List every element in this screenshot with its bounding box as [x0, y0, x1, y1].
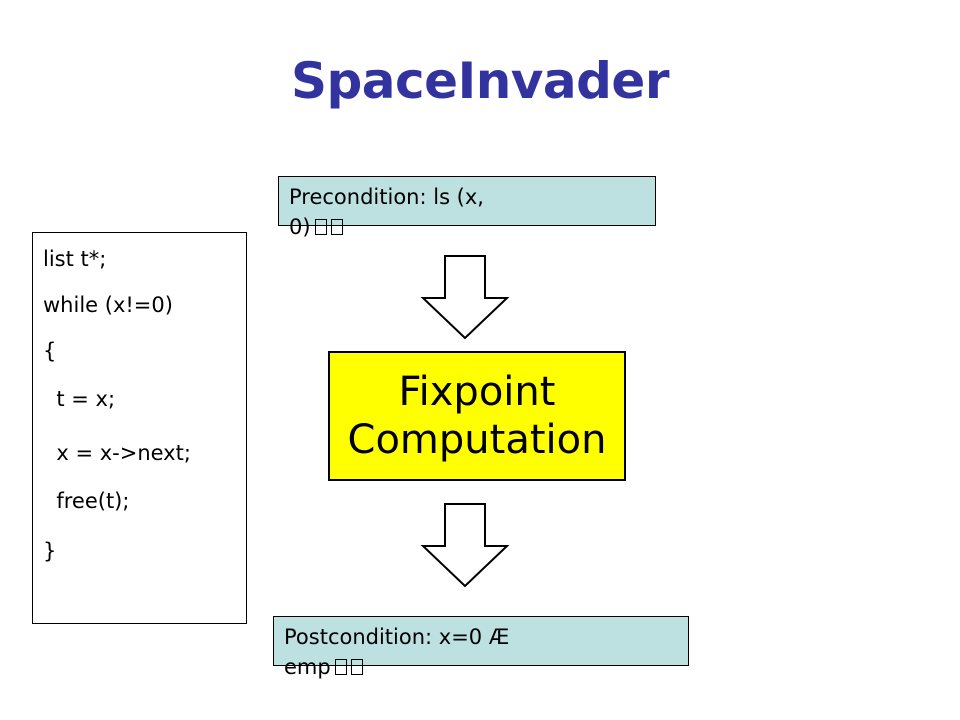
code-line: t = x;: [43, 387, 116, 411]
code-line: }: [43, 539, 57, 563]
code-line: x = x->next;: [43, 441, 191, 465]
precondition-line-2: 0): [289, 212, 645, 242]
code-line: while (x!=0): [43, 293, 173, 317]
code-listing: list t*; while (x!=0) { t = x; x = x->ne…: [32, 232, 247, 624]
code-line: free(t);: [43, 489, 130, 513]
missing-glyph-icon: [350, 659, 363, 675]
missing-glyph-icon: [314, 219, 327, 235]
missing-glyph-icon: [330, 219, 343, 235]
code-line: {: [43, 339, 57, 363]
postcondition-line-1: Postcondition: x=0 Æ: [284, 625, 510, 649]
fixpoint-label-line-2: Computation: [347, 417, 607, 463]
code-line: list t*;: [43, 247, 107, 271]
precondition-box: Precondition: ls (x, 0): [278, 176, 656, 239]
postcondition-line-2: emp: [284, 652, 678, 682]
missing-glyph-icon: [334, 659, 347, 675]
down-arrow-icon: [420, 503, 510, 588]
fixpoint-label-line-1: Fixpoint: [398, 369, 556, 415]
slide-title: SpaceInvader: [291, 52, 669, 110]
fixpoint-computation-box: Fixpoint Computation: [328, 351, 626, 481]
down-arrow-icon: [420, 255, 510, 340]
precondition-line-1: Precondition: ls (x,: [289, 185, 484, 209]
postcondition-box: Postcondition: x=0 Æ emp: [273, 616, 689, 679]
